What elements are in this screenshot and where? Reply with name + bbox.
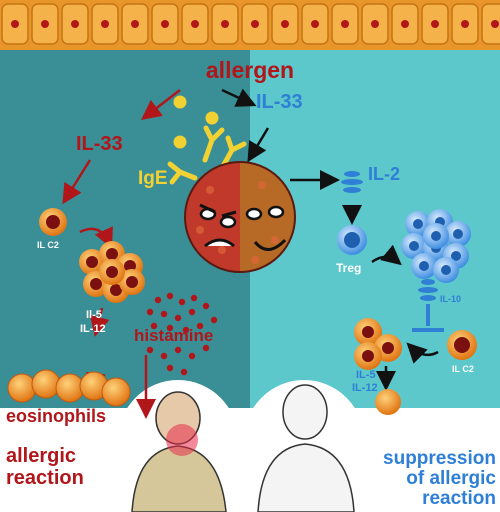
il10-label: IL-10	[440, 294, 461, 304]
epithelial-nucleus	[11, 20, 19, 28]
epithelial-nucleus	[341, 20, 349, 28]
epithelial-nucleus	[401, 20, 409, 28]
allergic-reaction-label-1: allergic	[6, 445, 76, 467]
histamine-dot	[188, 352, 196, 360]
ilc2-right-label: IL C2	[452, 364, 474, 374]
epithelium-layer	[0, 0, 500, 50]
epithelial-nucleus	[371, 20, 379, 28]
eosinophil	[7, 373, 37, 403]
histamine-dot	[166, 364, 174, 372]
eosinophils-label: eosinophils	[6, 406, 106, 426]
red-arrows	[62, 89, 181, 419]
allergen-label: allergen	[206, 57, 294, 83]
epithelial-nucleus	[221, 20, 229, 28]
il12-right-label: IL-12	[352, 382, 378, 394]
histamine-dot	[160, 310, 168, 318]
epithelial-nucleus	[41, 20, 49, 28]
il33-right-label: IL-33	[256, 91, 303, 113]
suppression-label-3: reaction	[422, 488, 496, 509]
histamine-dot	[146, 346, 154, 354]
il10-inhibition	[412, 279, 444, 332]
epithelial-nucleus	[251, 20, 259, 28]
histamine-dot	[202, 344, 210, 352]
histamine-dot	[160, 352, 168, 360]
histamine-dot	[180, 368, 188, 376]
ilc2-nucleus	[124, 260, 136, 272]
histamine-dot	[188, 308, 196, 316]
epithelial-nucleus	[311, 20, 319, 28]
ilc2-nucleus	[86, 256, 98, 268]
treg-cluster	[401, 209, 471, 283]
treg-cell-nucleus	[413, 219, 423, 229]
suppression-label-1: suppression	[383, 448, 496, 469]
histamine-dot	[174, 346, 182, 354]
histamine-dot	[182, 326, 190, 334]
epithelial-nucleus	[101, 20, 109, 28]
person-healthy	[257, 384, 355, 512]
right-eosinophil	[375, 389, 401, 415]
allergic-reaction-label-2: reaction	[6, 467, 84, 489]
il12-left-label: IL-12	[80, 323, 106, 335]
epithelial-nucleus	[461, 20, 469, 28]
epithelial-nucleus	[71, 20, 79, 28]
histamine-dot	[166, 324, 174, 332]
histamine-dot	[154, 296, 162, 304]
ilc2-nucleus	[110, 284, 122, 296]
il2-label: IL-2	[368, 164, 400, 184]
histamine-dot	[166, 292, 174, 300]
treg-cell-nucleus	[451, 251, 461, 261]
ilc2-nucleus	[126, 276, 138, 288]
histamine-dot	[196, 322, 204, 330]
histamine-dots	[146, 292, 218, 376]
ige-label: IgE	[138, 168, 168, 189]
ilc2-right-cluster	[354, 318, 402, 370]
histamine-dot	[190, 294, 198, 302]
epithelial-nucleus	[161, 20, 169, 28]
eosinophil	[31, 369, 61, 399]
histamine-dot	[202, 302, 210, 310]
ilc2-left-cluster	[79, 241, 145, 303]
ilc2-nucleus	[90, 278, 102, 290]
treg-label: Treg	[336, 261, 361, 275]
allergen-particles	[173, 95, 219, 149]
ilc2-left-cell	[39, 208, 67, 236]
epithelial-nucleus	[191, 20, 199, 28]
treg-cell-nucleus	[441, 265, 451, 275]
histamine-dot	[210, 316, 218, 324]
treg-cell-nucleus	[409, 241, 419, 251]
eosinophils-group	[7, 369, 131, 407]
person-sick	[131, 391, 227, 512]
histamine-label: histamine	[134, 326, 213, 345]
histamine-dot	[150, 322, 158, 330]
treg-cell-nucleus	[419, 261, 429, 271]
ilc2-left-label: IL C2	[37, 240, 59, 250]
mast-cell	[184, 161, 296, 273]
treg-cell	[337, 225, 367, 255]
ige-antibodies	[167, 125, 247, 185]
treg-cell-nucleus	[453, 229, 463, 239]
eosinophil	[101, 377, 131, 407]
histamine-dot	[146, 308, 154, 316]
histamine-dot	[178, 298, 186, 306]
ilc2-nucleus	[106, 266, 118, 278]
il5-right-label: IL-5	[356, 369, 376, 381]
il33-left-label: IL-33	[76, 133, 123, 155]
epithelial-nucleus	[491, 20, 499, 28]
epithelial-nucleus	[431, 20, 439, 28]
epithelial-nucleus	[281, 20, 289, 28]
black-arrows	[221, 88, 439, 391]
suppression-label-2: of allergic	[406, 468, 496, 489]
il2-stack	[341, 171, 363, 193]
il5-left-label: Il-5	[86, 309, 102, 321]
ilc2-nucleus	[106, 248, 118, 260]
treg-cell-nucleus	[431, 231, 441, 241]
ilc2-right-cell	[447, 330, 477, 360]
epithelial-nucleus	[131, 20, 139, 28]
histamine-dot	[174, 314, 182, 322]
